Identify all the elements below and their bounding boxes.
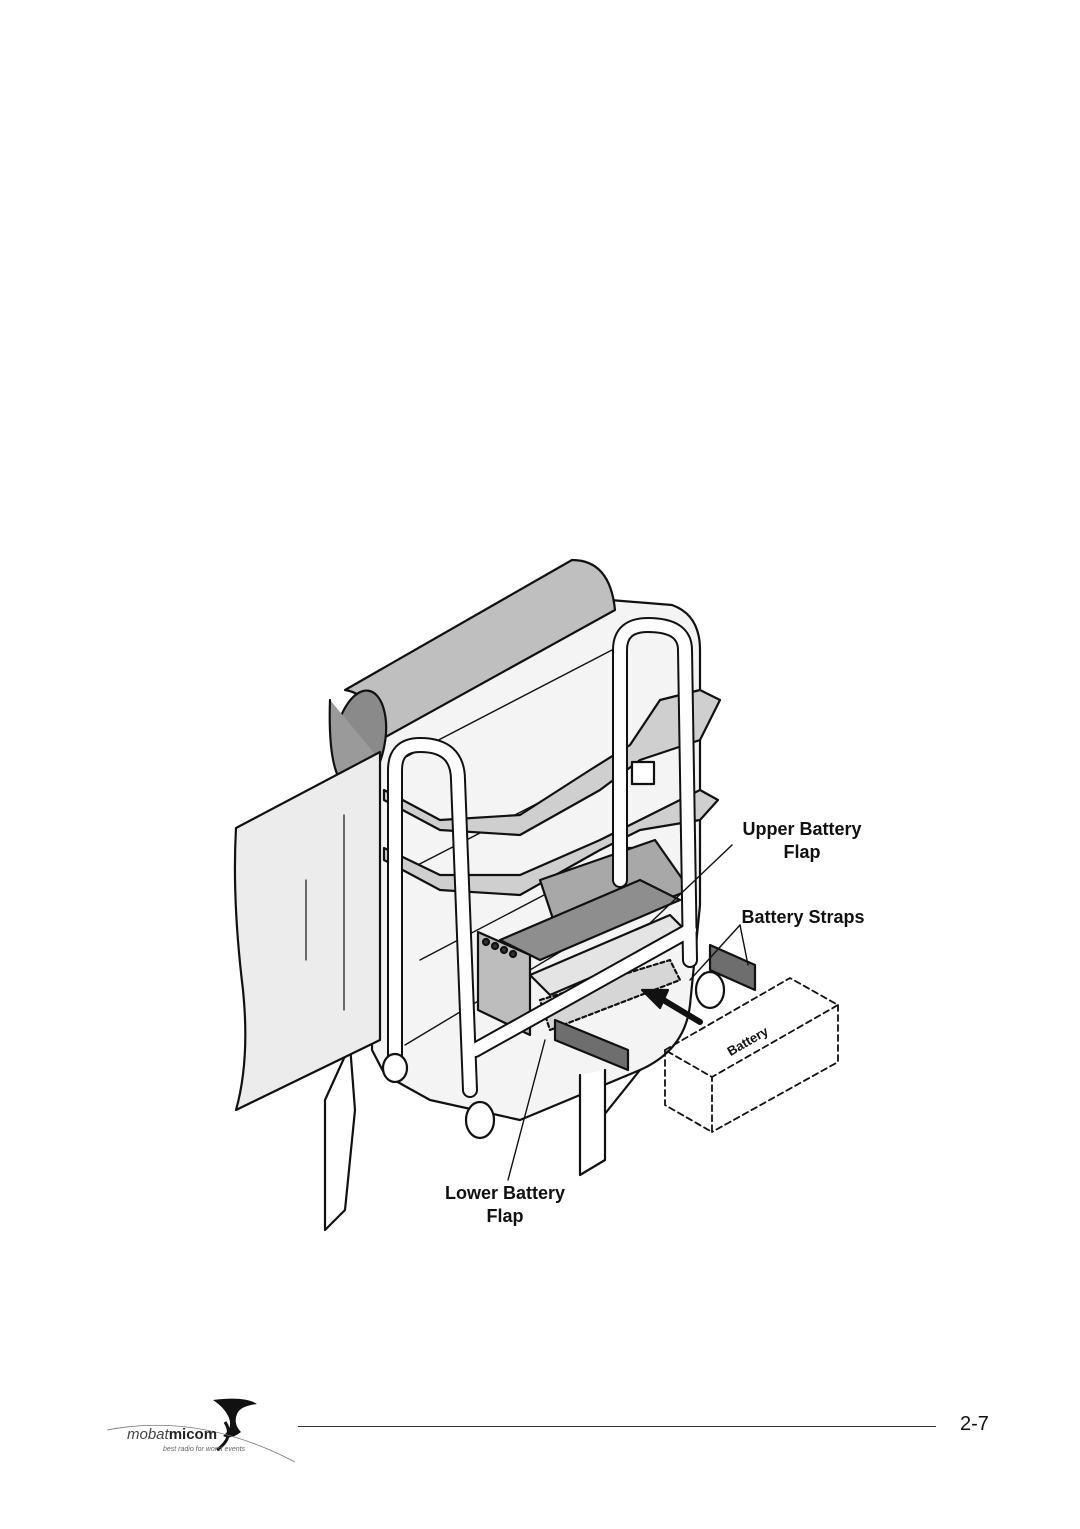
radio-panel [476, 930, 532, 1037]
upper-battery-flap-label: Upper Battery Flap [722, 818, 882, 864]
footer-divider [298, 1426, 936, 1427]
insert-arrow [640, 988, 703, 1025]
battery-straps-label: Battery Straps [741, 907, 865, 927]
page-number: 2-7 [960, 1413, 989, 1435]
battery-box-label: Battery [725, 1023, 772, 1059]
logo-wordmark: mobatmicom [127, 1426, 217, 1443]
battery-straps [553, 943, 757, 1072]
side-flap-panel [233, 750, 382, 1112]
logo-word-light: mobat [127, 1426, 169, 1443]
upper-battery-flap-line1: Upper Battery [742, 819, 862, 839]
battery-box [664, 977, 839, 1133]
lower-battery-flap-line1: Lower Battery [444, 1183, 566, 1203]
logo-tagline: best radio for worst events [163, 1446, 246, 1453]
mobat-micom-logo: mobatmicom best radio for worst events [105, 1392, 300, 1472]
lower-battery-flap-line2: Flap [486, 1206, 524, 1226]
lower-legs [323, 1043, 607, 1232]
upper-battery-flap-line2: Flap [783, 842, 821, 862]
logo-swirl-icon [106, 1398, 296, 1463]
leader-lines [507, 844, 749, 1181]
logo-word-bold: micom [168, 1426, 218, 1443]
frame-tubes [381, 617, 726, 1140]
lower-battery-flap-label: Lower Battery Flap [420, 1182, 590, 1228]
